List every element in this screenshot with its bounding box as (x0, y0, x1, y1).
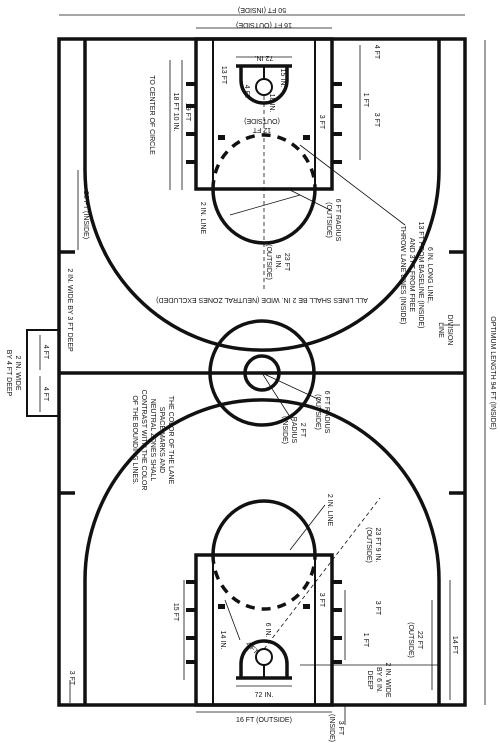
bottom-two-in-line: 2 IN. LINE (326, 494, 333, 527)
top-six-ft-radius: 6 FT RADIUS (334, 199, 341, 242)
bottom-twentytwo-2: (OUTSIDE) (407, 622, 414, 658)
color-note-3: NEUTRAL ZONES SHALL (149, 399, 156, 482)
color-note-2: SPACE MARKS AND (158, 407, 165, 473)
top-six-ft-outside: (OUTSIDE) (325, 202, 332, 238)
lane-width-label-top: 16 FT (OUTSIDE) (236, 21, 292, 28)
bottom-side-3: DEEP (366, 670, 373, 689)
bottom-3ft-inside-2: (INSIDE) (328, 714, 335, 742)
bottom-one-ft: 1 FT (362, 633, 369, 648)
bottom-side-2: BY 6 IN. (375, 667, 382, 693)
center-six-outside: (OUTSIDE) (314, 394, 321, 430)
top-twentyeight: 28 FT (INSIDE) (82, 191, 89, 239)
top-nineteen-ft: 19 FT (184, 103, 191, 122)
two-in-wide-note: 2 IN. WIDE BY 3 FT DEEP (66, 268, 73, 352)
bottom-three-pt-2: (OUTSIDE) (365, 527, 372, 563)
all-lines-note: ALL LINES SHALL BE 2 IN. WIDE (NEUTRAL Z… (156, 296, 368, 303)
top-long-line-2: 13 FT FROM BASELINE (INSIDE) (417, 222, 424, 329)
scorer-four-ft-a: 4 FT (42, 345, 49, 360)
color-note-1: THE COLOR OF THE LANE (167, 396, 174, 485)
top-long-line-1: 6 IN. LONG LINE, (426, 247, 433, 303)
top-three-pt-3: (OUTSIDE) (265, 244, 272, 280)
bottom-fourteen-in: 14 IN. (219, 631, 226, 650)
free-throw-circle-dashed-bottom (211, 554, 317, 611)
top-to-center: TO CENTER OF CIRCLE (148, 75, 155, 155)
court-width-label: 50 FT (INSIDE) (238, 6, 286, 13)
scorer-box-label-2: BY 4 FT DEEP (5, 350, 12, 397)
top-thirteen-ft: 13 FT (220, 66, 227, 85)
bottom-three-ft-a: 3 FT (318, 593, 325, 608)
bottom-twentytwo-1: 22 FT (416, 631, 423, 650)
center-two-ft: 2 FT (299, 423, 306, 438)
top-long-line-3: AND 3 FT FROM FREE (408, 238, 415, 312)
bottom-three-pt-1: 23 FT 9 IN. (374, 528, 381, 563)
division-line-label-2: LINE (437, 322, 444, 338)
restricted-area-bottom (239, 639, 289, 678)
division-line-label-1: DIVISION (446, 315, 453, 346)
top-three-pt-2: 9 IN. (274, 255, 281, 270)
backboard-width-top: 72 IN. (255, 54, 274, 61)
three-point-line-top (83, 39, 441, 352)
center-two-inside: (INSIDE) (281, 416, 288, 444)
top-one-ft: 1 FT (362, 93, 369, 108)
top-twelve-ft: 12 FT (252, 126, 271, 133)
restricted-area-top (239, 66, 289, 105)
scorer-box (26, 329, 59, 417)
color-note-4: CONTRAST WITH THE COLOR (140, 390, 147, 491)
top-two-in-line: 2 IN. LINE (199, 202, 206, 235)
free-throw-circle-bottom (211, 499, 317, 556)
bottom-3ft-inside-1: 3 FT (337, 721, 344, 736)
bottom-corner-three-ft: 3 FT (68, 671, 75, 686)
center-inner-circle (243, 354, 281, 392)
lane-width-label-bottom: 16 FT (OUTSIDE) (236, 717, 292, 724)
bottom-fourteen-ft: 14 FT (451, 636, 458, 655)
free-throw-lane-bottom (194, 553, 334, 707)
bottom-side-1: 2 IN. WIDE (384, 662, 391, 697)
top-twelve-outside: (OUTSIDE) (244, 117, 280, 124)
backboard-width-bottom: 72 IN. (255, 692, 274, 699)
top-three-ft-b: 3 FT (318, 115, 325, 130)
bottom-three-ft-b: 3 FT (374, 601, 381, 616)
color-note-5: OF THE BOUNDING LINES. (131, 395, 138, 484)
scorer-box-label-1: 2 IN. WIDE (14, 355, 21, 390)
bottom-six-in: 6 IN. (264, 623, 271, 638)
rim-top (255, 78, 273, 96)
court-length-label: OPTIMUM LENGTH 94 FT (INSIDE) (489, 316, 496, 429)
top-restricted-radius: 4 FT (243, 85, 250, 100)
scorer-four-ft-b: 4 FT (42, 387, 49, 402)
center-two-radius: RADIUS (290, 417, 297, 444)
top-three-ft-a: 3 FT (373, 113, 380, 128)
top-four-ft: 4 FT (373, 45, 380, 60)
top-long-line-4: THROW LANE LINES (INSIDE) (399, 226, 406, 325)
top-eighteen-in: 18 IN. (268, 94, 275, 113)
bottom-fifteen-ft: 15 FT (172, 603, 179, 622)
three-point-line-bottom (83, 398, 441, 705)
top-three-pt-1: 23 FT (283, 253, 290, 272)
top-eighteen-ten: 18 FT 10 IN. (172, 93, 179, 132)
center-circle (208, 319, 316, 427)
top-fifteen-in: 15 IN. (279, 69, 286, 88)
